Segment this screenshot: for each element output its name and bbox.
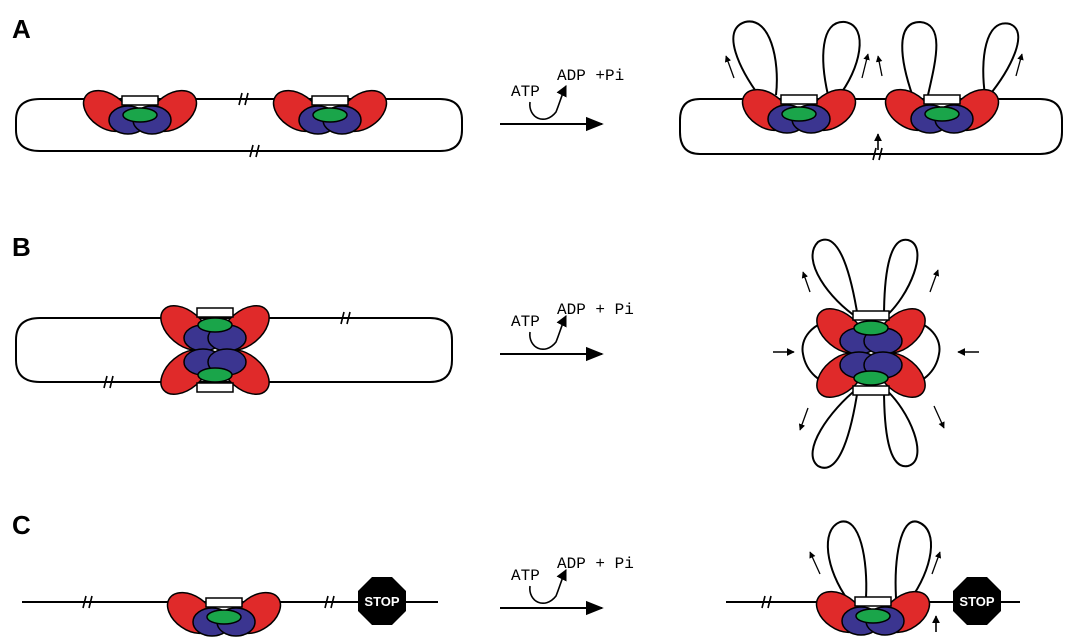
panel-label-c: C [12,510,31,540]
panel-label-b: B [12,232,31,262]
panel-label-a: A [12,14,31,44]
atp-label-c: ATP [511,567,540,585]
smc-dimer [151,296,279,404]
stop-sign-text: STOP [364,594,399,609]
panel-a: A ATP ADP +Pi [12,14,1063,161]
stop-sign: STOP [358,577,406,625]
smc-complex [159,583,289,637]
panel-c: C STOP ATP ADP + Pi STOP [12,510,1020,637]
atp-label-a: ATP [511,83,540,101]
smc-complex [265,81,395,141]
stop-sign-text: STOP [959,594,994,609]
dna-loop-a-left [15,98,463,152]
smc-complex [877,80,1007,140]
smc-complex [734,80,864,140]
atp-label-b: ATP [511,313,540,331]
products-label-c: ADP + Pi [557,555,634,573]
smc-complex [75,81,205,141]
products-label-a: ADP +Pi [557,67,624,85]
smc-complex [808,582,938,637]
stop-sign: STOP [953,577,1001,625]
panel-b: B ATP ADP + Pi [12,232,979,469]
smc-dimer [807,299,935,407]
products-label-b: ADP + Pi [557,301,634,319]
